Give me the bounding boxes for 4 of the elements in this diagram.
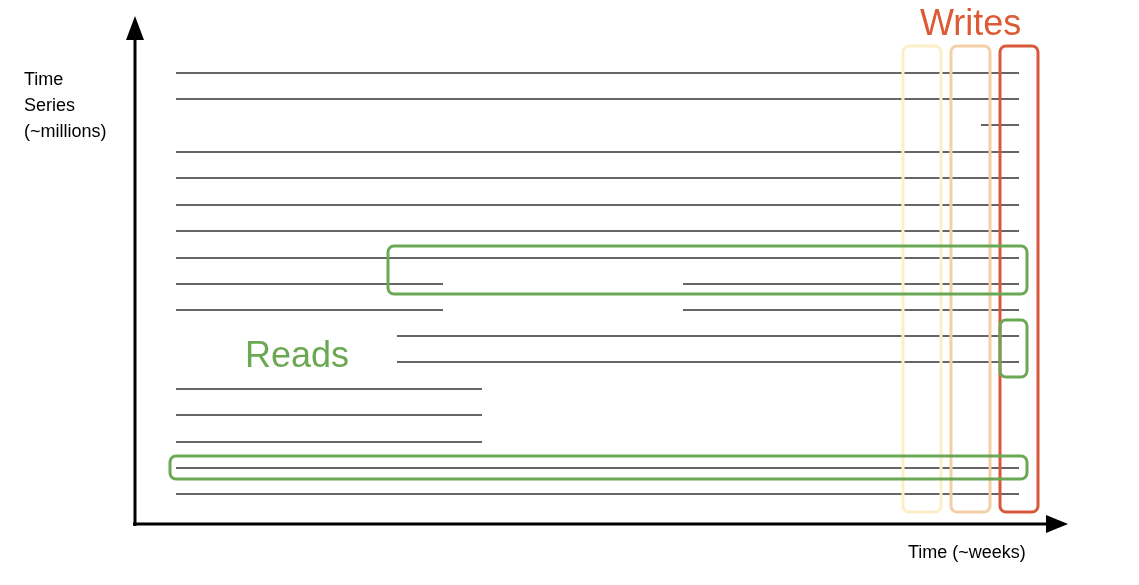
annotation-label: Writes <box>920 2 1022 44</box>
annotation-label: Reads <box>245 334 350 376</box>
axis-label: Time Series (~millions) <box>24 68 108 143</box>
axis-label: Time (~weeks) <box>908 542 1026 563</box>
